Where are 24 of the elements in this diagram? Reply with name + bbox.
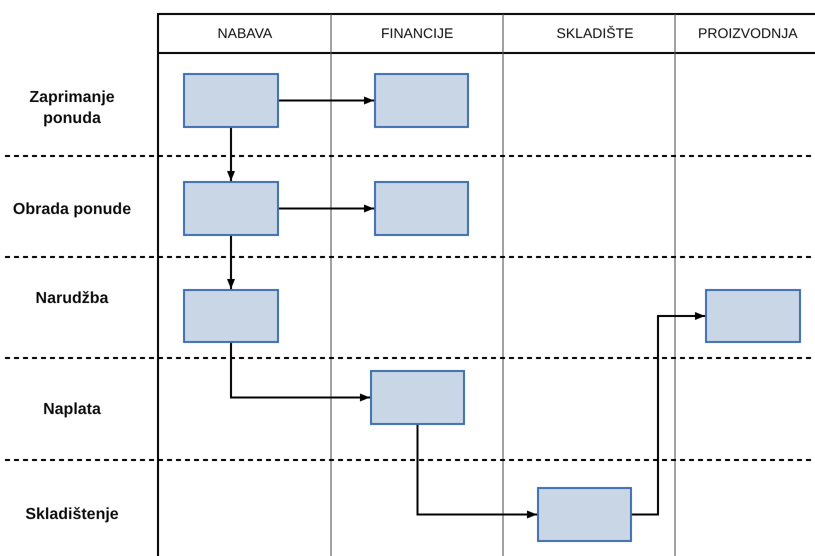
process-box bbox=[705, 289, 801, 343]
lane-header: PROIZVODNJA bbox=[698, 25, 798, 41]
row-label: Zaprimanje ponuda bbox=[28, 88, 116, 129]
row-label: Obrada ponude bbox=[12, 200, 132, 220]
arrow bbox=[230, 343, 370, 402]
lane-header: SKLADIŠTE bbox=[556, 25, 634, 41]
arrow bbox=[227, 128, 235, 181]
process-box bbox=[537, 487, 632, 542]
process-box bbox=[374, 181, 469, 236]
process-box bbox=[183, 181, 279, 236]
process-box bbox=[183, 73, 279, 128]
arrow bbox=[632, 312, 705, 516]
process-box bbox=[370, 370, 465, 425]
process-box bbox=[183, 289, 279, 343]
lane-header: NABAVA bbox=[218, 25, 272, 41]
row-label: Naplata bbox=[42, 400, 102, 420]
arrow bbox=[416, 425, 537, 518]
row-label: Skladištenje bbox=[24, 504, 120, 524]
row-label: Narudžba bbox=[34, 288, 110, 308]
arrow bbox=[279, 204, 374, 212]
arrow bbox=[227, 236, 235, 289]
process-box bbox=[374, 73, 469, 128]
arrow bbox=[279, 96, 374, 104]
lane-header: FINANCIJE bbox=[381, 25, 454, 41]
